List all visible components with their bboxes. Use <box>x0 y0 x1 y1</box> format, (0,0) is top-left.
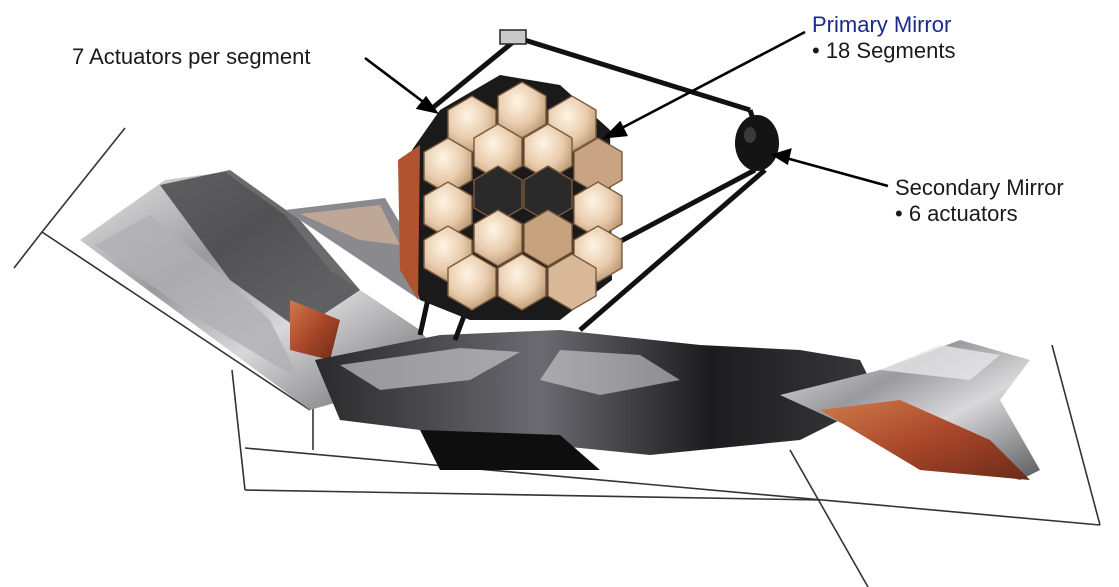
arrow-secondary <box>786 158 888 186</box>
strut-top-mount <box>500 30 526 44</box>
secondary-mirror-highlight <box>744 127 756 143</box>
arrow-primary <box>618 32 805 130</box>
secondary-mirror-label: Secondary Mirror • 6 actuators <box>895 175 1064 227</box>
actuators-label: 7 Actuators per segment <box>72 44 310 70</box>
primary-mirror-detail: • 18 Segments <box>812 38 955 64</box>
primary-mirror-label: Primary Mirror • 18 Segments <box>812 12 955 64</box>
secondary-mirror-title: Secondary Mirror <box>895 175 1064 201</box>
primary-mirror-title: Primary Mirror <box>812 12 955 38</box>
actuators-label-text: 7 Actuators per segment <box>72 44 310 69</box>
arrow-actuators <box>365 58 426 104</box>
secondary-mirror <box>735 115 779 171</box>
secondary-mirror-detail: • 6 actuators <box>895 201 1064 227</box>
